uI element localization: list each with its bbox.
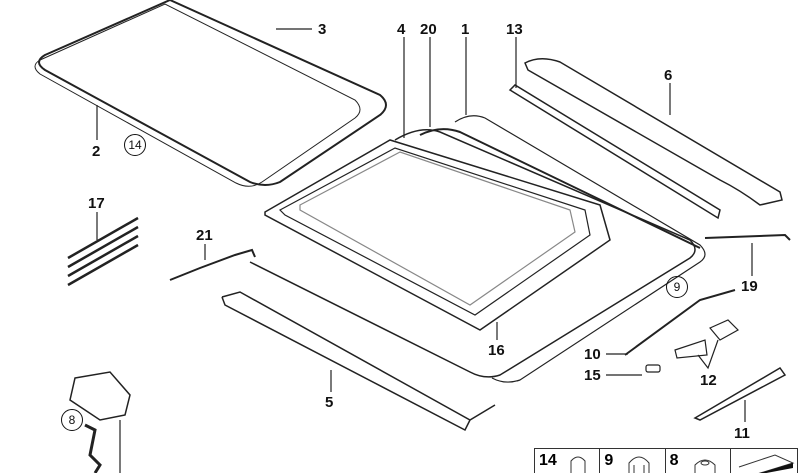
round-cap-nut-icon bbox=[694, 459, 716, 473]
callout-5[interactable]: 5 bbox=[325, 394, 334, 411]
callout-13[interactable]: 13 bbox=[506, 21, 523, 38]
callout-19[interactable]: 19 bbox=[741, 278, 758, 295]
legend-number: 14 bbox=[539, 452, 557, 469]
callout-6[interactable]: 6 bbox=[664, 67, 673, 84]
hex-cap-nut-icon bbox=[628, 456, 650, 473]
callout-17[interactable]: 17 bbox=[88, 195, 105, 212]
tape-strip-icon bbox=[738, 454, 795, 473]
circled-callout-9[interactable]: 9 bbox=[666, 276, 688, 298]
callout-4[interactable]: 4 bbox=[397, 21, 406, 38]
legend-number: 8 bbox=[669, 452, 679, 469]
circled-callout-14[interactable]: 14 bbox=[124, 134, 146, 156]
callout-16[interactable]: 16 bbox=[488, 342, 505, 359]
legend-cell-tape[interactable] bbox=[731, 449, 797, 473]
callout-10[interactable]: 10 bbox=[584, 346, 601, 363]
legend-cell-9[interactable]: 9 bbox=[600, 449, 666, 473]
callout-11[interactable]: 11 bbox=[734, 425, 750, 442]
cap-nut-small-icon bbox=[570, 456, 586, 473]
circled-callout-8[interactable]: 8 bbox=[61, 409, 83, 431]
callout-21[interactable]: 21 bbox=[196, 227, 213, 244]
hardware-legend: 14 9 8 bbox=[534, 448, 798, 473]
callout-20[interactable]: 20 bbox=[420, 21, 437, 38]
legend-cell-8[interactable]: 8 bbox=[666, 449, 731, 473]
callout-12[interactable]: 12 bbox=[700, 372, 717, 389]
callout-15[interactable]: 15 bbox=[584, 367, 601, 384]
callout-3[interactable]: 3 bbox=[318, 21, 327, 38]
legend-number: 9 bbox=[604, 452, 614, 469]
callout-2[interactable]: 2 bbox=[92, 143, 101, 160]
callout-1[interactable]: 1 bbox=[461, 21, 470, 38]
legend-cell-14[interactable]: 14 bbox=[535, 449, 601, 473]
